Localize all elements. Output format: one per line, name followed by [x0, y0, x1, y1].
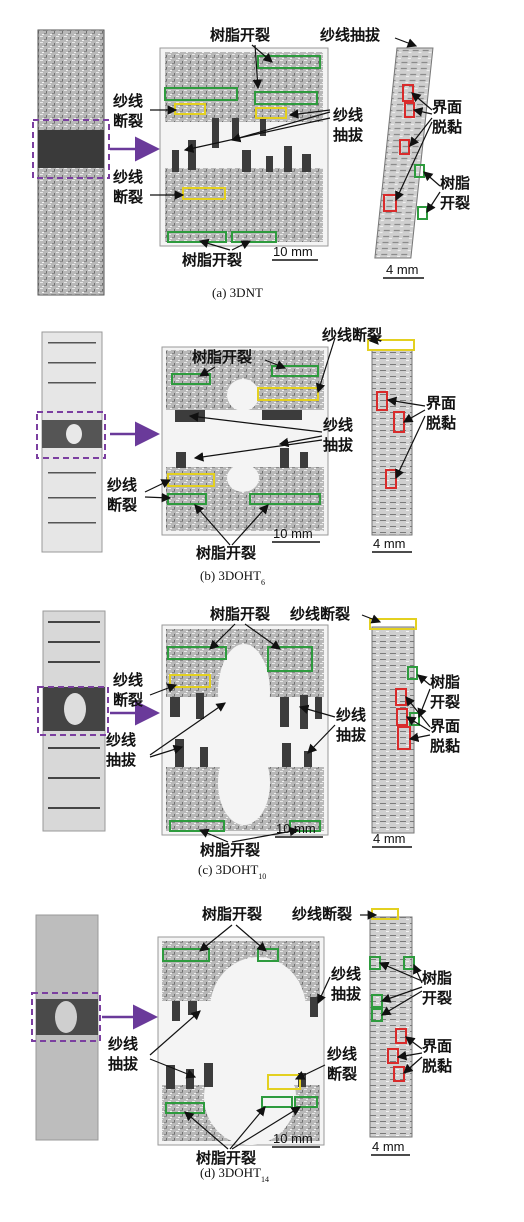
- panel-a: 树脂开裂 纱线抽拔 纱线 断裂 纱线 抽拔 纱线 断裂 界面 脱黏 树脂 开裂 …: [0, 0, 524, 300]
- label-yarn-pull-top: 纱线抽拔: [320, 26, 381, 44]
- label-interface: 界面: [426, 394, 456, 412]
- label-yarn: 纱线: [113, 671, 143, 689]
- hole-upper: [227, 379, 259, 411]
- label-resin: 树脂: [430, 673, 460, 691]
- label-interface: 界面: [422, 1037, 452, 1055]
- label-pull-mid: 抽拔: [336, 726, 367, 744]
- label-resin-crack-top: 树脂开裂: [202, 905, 262, 923]
- label-yarn-mid: 纱线: [336, 706, 366, 724]
- label-debond: 脱黏: [422, 1057, 452, 1075]
- label-resin: 树脂: [440, 174, 470, 192]
- label-resin-crack-bottom: 树脂开裂: [196, 1149, 256, 1167]
- label-break-low: 断裂: [113, 188, 143, 206]
- label-yarn-low: 纱线: [108, 1035, 138, 1053]
- label-pull-mid: 抽拔: [331, 985, 362, 1003]
- yarn-bundle-3d: [371, 626, 415, 834]
- leader-arrows: [150, 37, 441, 251]
- hole-upper: [210, 957, 306, 1061]
- label-pull-low: 抽拔: [108, 1055, 139, 1073]
- damage-band: [38, 130, 104, 168]
- label-crack: 开裂: [440, 194, 470, 212]
- label-resin: 树脂: [422, 969, 452, 987]
- label-interface: 界面: [432, 98, 462, 116]
- label-yarn-mid: 纱线: [333, 106, 363, 124]
- yarn-bundle-3d: [371, 349, 413, 536]
- label-resin-crack-bottom: 树脂开裂: [182, 251, 242, 269]
- zoom-region-box: [31, 992, 101, 1042]
- yarn-bundle-3d: [369, 916, 413, 1138]
- label-resin-crack-bottom: 树脂开裂: [196, 544, 256, 562]
- panel-c-figure: 树脂开裂 纱线断裂 纱线 断裂 纱线 抽拔 纱线 抽拔 树脂 开裂 界面 脱黏 …: [37, 605, 460, 881]
- hole-lower: [218, 741, 270, 825]
- caption-d: (d) 3DOHT14: [200, 1165, 269, 1184]
- panel-a-figure: 树脂开裂 纱线抽拔 纱线 断裂 纱线 抽拔 纱线 断裂 界面 脱黏 树脂 开裂 …: [32, 26, 470, 300]
- caption-b: (b) 3DOHT6: [200, 568, 265, 587]
- panel-d-figure: 树脂开裂 纱线断裂 纱线 抽拔 纱线 抽拔 纱线 断裂 树脂 开裂 界面 脱黏 …: [31, 905, 452, 1184]
- scale-bar-10mm: 10 mm: [276, 821, 316, 836]
- annotation-boxes: [162, 948, 318, 1114]
- caption-c: (c) 3DOHT10: [198, 862, 266, 881]
- scale-bar-4mm: 4 mm: [372, 1139, 405, 1154]
- label-yarn: 纱线: [113, 92, 143, 110]
- label-yarn-mid: 纱线: [323, 416, 353, 434]
- hole: [66, 424, 82, 444]
- hole: [55, 1001, 77, 1033]
- leader-arrows: [149, 910, 423, 1150]
- label-yarn-mid: 纱线: [331, 965, 361, 983]
- label-pull-mid: 抽拔: [333, 126, 364, 144]
- label-yarn-low: 纱线: [106, 731, 136, 749]
- hole-upper: [218, 644, 270, 740]
- label-yarn-break-top: 纱线断裂: [290, 605, 350, 623]
- label-resin-crack-top: 树脂开裂: [210, 26, 270, 44]
- label-break-r: 断裂: [327, 1065, 357, 1083]
- label-debond: 脱黏: [432, 118, 462, 136]
- label-break: 断裂: [113, 691, 143, 709]
- label-yarn-r: 纱线: [327, 1045, 357, 1063]
- zoom-region-box: [36, 411, 106, 459]
- label-interface: 界面: [430, 717, 460, 735]
- specimen-texture: [48, 621, 100, 809]
- label-resin-crack-top: 树脂开裂: [210, 605, 270, 623]
- label-resin-crack-bottom: 树脂开裂: [200, 841, 260, 859]
- scale-bar-4mm: 4 mm: [386, 262, 419, 277]
- hole-lower: [227, 464, 259, 492]
- panel-c: 树脂开裂 纱线断裂 纱线 断裂 纱线 抽拔 纱线 抽拔 树脂 开裂 界面 脱黏 …: [0, 597, 524, 897]
- leader-arrows: [149, 614, 431, 843]
- scale-bar-10mm: 10 mm: [273, 526, 313, 541]
- scale-bar-4mm: 4 mm: [373, 831, 406, 846]
- label-debond: 脱黏: [426, 414, 456, 432]
- annotation-boxes: [167, 646, 321, 832]
- zoom-region-box: [37, 686, 109, 736]
- caption-a: (a) 3DNT: [212, 285, 263, 300]
- panel-d: 树脂开裂 纱线断裂 纱线 抽拔 纱线 抽拔 纱线 断裂 树脂 开裂 界面 脱黏 …: [0, 897, 524, 1222]
- leader-arrows: [144, 334, 426, 546]
- label-resin-crack-top: 树脂开裂: [192, 348, 252, 366]
- scale-bar-10mm: 10 mm: [273, 244, 313, 259]
- label-pull-mid: 抽拔: [323, 436, 354, 454]
- label-pull-low: 抽拔: [106, 751, 137, 769]
- label-yarn-break-top: 纱线断裂: [292, 905, 352, 923]
- label-yarn-low: 纱线: [107, 476, 137, 494]
- hole-lower: [204, 1049, 296, 1145]
- scale-bar-4mm: 4 mm: [373, 536, 406, 551]
- hole: [64, 693, 86, 725]
- lower-fracture-half: [165, 168, 323, 242]
- label-break-low: 断裂: [107, 496, 137, 514]
- panel-b: 树脂开裂 纱线断裂 纱线 抽拔 界面 脱黏 纱线 断裂 树脂开裂 10 mm 4…: [0, 302, 524, 597]
- label-crack: 开裂: [430, 693, 460, 711]
- label-yarn-low: 纱线: [113, 168, 143, 186]
- pulled-yarns: [166, 997, 318, 1089]
- label-crack: 开裂: [422, 989, 452, 1007]
- label-debond: 脱黏: [430, 737, 460, 755]
- scale-bar-10mm: 10 mm: [273, 1131, 313, 1146]
- pulled-yarns: [172, 118, 311, 172]
- zoom-region-box: [32, 119, 110, 179]
- panel-b-figure: 树脂开裂 纱线断裂 纱线 抽拔 界面 脱黏 纱线 断裂 树脂开裂 10 mm 4…: [36, 326, 456, 587]
- specimen-texture: [48, 342, 96, 524]
- label-yarn-break-top: 纱线断裂: [322, 326, 382, 344]
- label-break: 断裂: [113, 112, 143, 130]
